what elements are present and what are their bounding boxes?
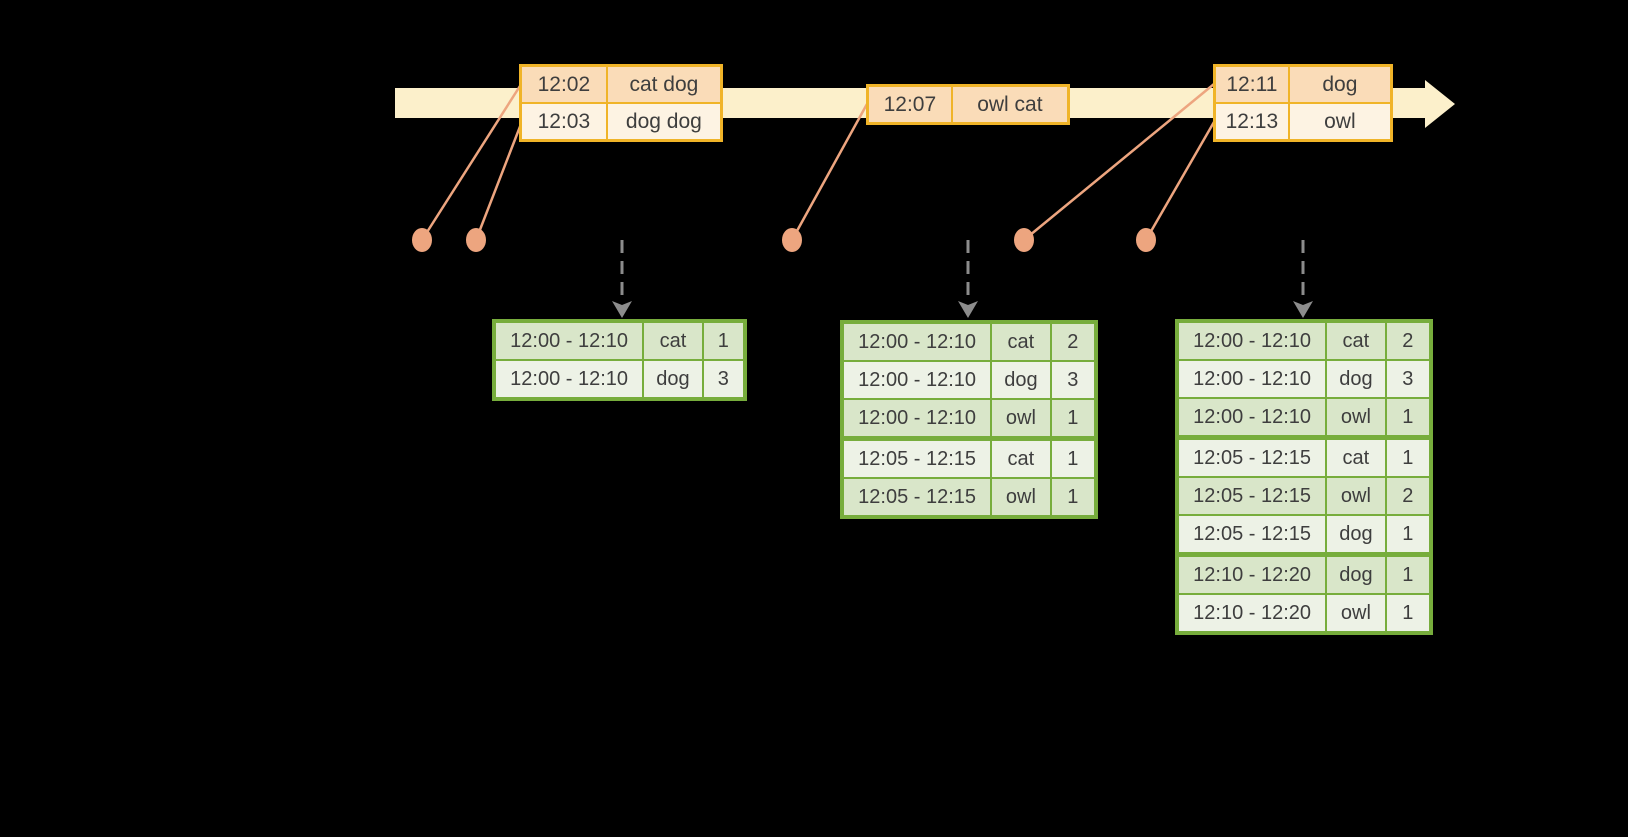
event-line-1 (420, 85, 522, 241)
result-count-cell: 3 (701, 359, 747, 400)
event-line-2 (474, 123, 523, 241)
result-count-cell: 2 (1049, 321, 1098, 362)
event-dot-icon-5 (1136, 228, 1156, 252)
result-window-cell: 12:00 - 12:10 (1175, 397, 1328, 439)
result-word-cell: dog (642, 359, 704, 400)
event-time-cell: 12:13 (1213, 102, 1290, 142)
event-words-cell: dog dog (605, 102, 723, 142)
trigger-arrow-head-icon-2 (958, 301, 978, 318)
result-count-cell: 1 (1384, 514, 1433, 556)
event-dot-icon-1 (412, 228, 432, 252)
event-time-cell: 12:02 (519, 64, 608, 104)
result-window-cell: 12:00 - 12:10 (840, 398, 993, 440)
result-count-cell: 1 (1049, 398, 1098, 440)
result-window-cell: 12:00 - 12:10 (840, 321, 993, 362)
result-window-cell: 12:00 - 12:10 (492, 359, 645, 400)
result-word-cell: dog (1325, 552, 1387, 595)
event-time-cell: 12:03 (519, 102, 608, 142)
result-count-cell: 1 (1384, 397, 1433, 439)
result-count-cell: 2 (1384, 320, 1433, 361)
result-word-cell: owl (1325, 397, 1387, 439)
event-time-cell: 12:07 (866, 84, 953, 125)
event-words-cell: dog (1287, 64, 1393, 104)
timeline-arrowhead-icon (1425, 80, 1455, 128)
trigger-arrow-head-icon-3 (1293, 301, 1313, 318)
result-word-cell: dog (1325, 359, 1387, 399)
result-window-cell: 12:00 - 12:10 (840, 360, 993, 400)
event-words-cell: cat dog (605, 64, 723, 104)
event-words-cell: owl (1287, 102, 1393, 142)
result-window-cell: 12:10 - 12:20 (1175, 593, 1328, 634)
result-word-cell: owl (1325, 593, 1387, 634)
result-count-cell: 3 (1049, 360, 1098, 400)
event-line-5 (1144, 121, 1216, 241)
result-count-cell: 1 (1049, 477, 1098, 518)
result-word-cell: cat (990, 321, 1052, 362)
result-window-cell: 12:00 - 12:10 (1175, 359, 1328, 399)
result-window-cell: 12:05 - 12:15 (840, 477, 993, 518)
result-word-cell: cat (990, 436, 1052, 479)
result-window-cell: 12:05 - 12:15 (840, 436, 993, 479)
result-count-cell: 1 (1049, 436, 1098, 479)
result-window-cell: 12:00 - 12:10 (492, 320, 645, 361)
result-word-cell: dog (1325, 514, 1387, 556)
result-window-cell: 12:10 - 12:20 (1175, 552, 1328, 595)
result-count-cell: 1 (1384, 593, 1433, 634)
event-line-4 (1023, 83, 1215, 241)
trigger-arrow-head-icon-1 (612, 301, 632, 318)
event-line-3 (790, 103, 869, 241)
result-word-cell: owl (990, 477, 1052, 518)
result-count-cell: 1 (701, 320, 747, 361)
result-window-cell: 12:05 - 12:15 (1175, 514, 1328, 556)
event-dot-icon-2 (466, 228, 486, 252)
result-window-cell: 12:00 - 12:10 (1175, 320, 1328, 361)
event-dot-icon-3 (782, 228, 802, 252)
event-time-cell: 12:11 (1213, 64, 1290, 104)
result-count-cell: 1 (1384, 552, 1433, 595)
event-dot-icon-4 (1014, 228, 1034, 252)
result-word-cell: owl (990, 398, 1052, 440)
result-count-cell: 1 (1384, 435, 1433, 478)
result-count-cell: 2 (1384, 476, 1433, 516)
result-window-cell: 12:05 - 12:15 (1175, 435, 1328, 478)
result-count-cell: 3 (1384, 359, 1433, 399)
result-word-cell: cat (1325, 435, 1387, 478)
result-word-cell: cat (642, 320, 704, 361)
event-words-cell: owl cat (950, 84, 1070, 125)
result-word-cell: owl (1325, 476, 1387, 516)
result-word-cell: cat (1325, 320, 1387, 361)
result-window-cell: 12:05 - 12:15 (1175, 476, 1328, 516)
result-word-cell: dog (990, 360, 1052, 400)
